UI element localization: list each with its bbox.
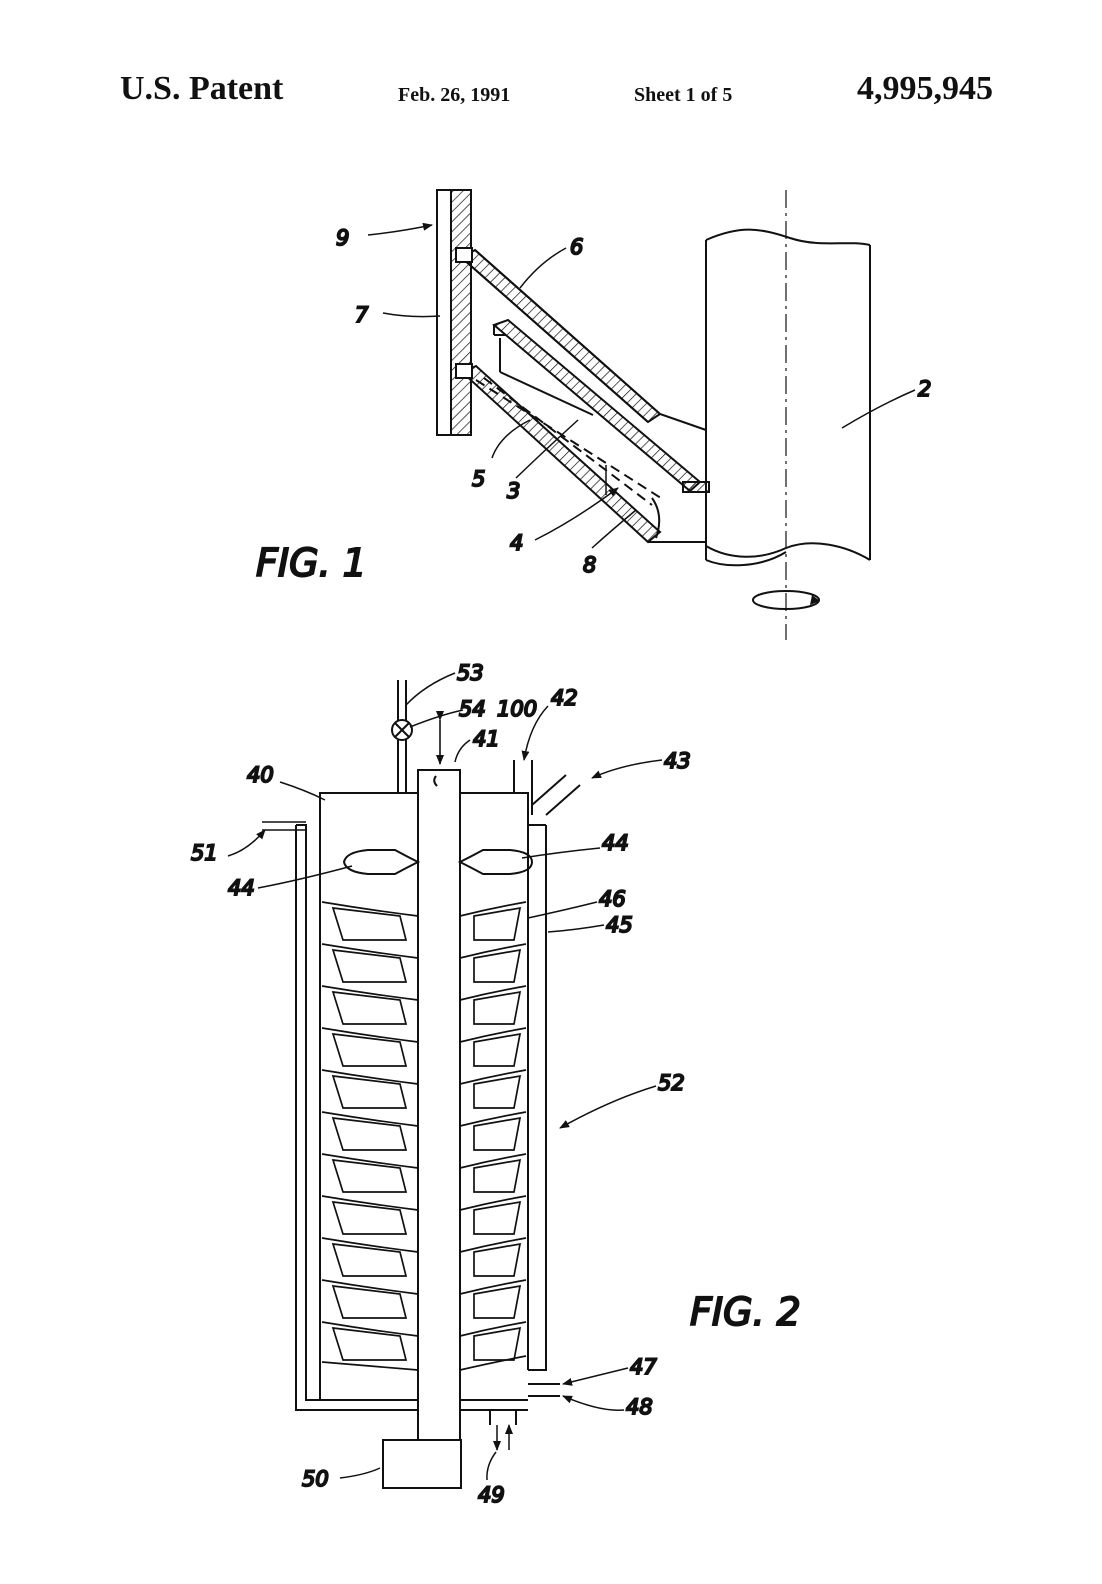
- baffles: [321, 901, 527, 1371]
- label-54: 54: [459, 697, 486, 721]
- sheet-number: Sheet 1 of 5: [634, 84, 733, 106]
- label-51: 51: [191, 841, 218, 865]
- label-9: 9: [336, 226, 349, 250]
- label-5: 5: [472, 467, 485, 491]
- shaft-41: [417, 711, 461, 1441]
- label-49: 49: [478, 1483, 505, 1507]
- label-6: 6: [570, 235, 583, 259]
- label-45: 45: [606, 913, 633, 937]
- upper-plate-6: [455, 247, 707, 431]
- label-4: 4: [510, 531, 523, 555]
- baffle-right: [459, 1237, 527, 1277]
- lower-plate-5: [455, 363, 706, 544]
- label-47: 47: [630, 1355, 657, 1379]
- baffle-bottom: [321, 1355, 527, 1371]
- inner-plate-3: [492, 318, 710, 493]
- baffle-right: [459, 985, 527, 1025]
- baffle-left: [321, 901, 419, 941]
- baffle-left: [321, 985, 419, 1025]
- label-100: 100: [497, 697, 537, 721]
- baffle-right: [459, 1027, 527, 1067]
- baffle-right: [459, 1321, 527, 1361]
- fig2-leaders: [227, 672, 663, 1481]
- baffle-left: [321, 1237, 419, 1277]
- wall-7: [436, 189, 472, 436]
- baffle-left: [321, 1279, 419, 1319]
- bottom-connections: [382, 1383, 560, 1489]
- baffle-right: [459, 1111, 527, 1151]
- baffle-left: [321, 1111, 419, 1151]
- shaft-2: [705, 190, 871, 640]
- label-2: 2: [918, 377, 931, 401]
- baffle-right: [459, 943, 527, 983]
- label-46: 46: [599, 887, 626, 911]
- label-44-right: 44: [602, 831, 629, 855]
- rotation-arrow-icon: [752, 590, 820, 610]
- label-3: 3: [507, 479, 520, 503]
- baffle-right: [459, 1069, 527, 1109]
- baffle-left: [321, 1195, 419, 1235]
- patent-label: U.S. Patent: [120, 70, 284, 107]
- label-44-left: 44: [228, 876, 255, 900]
- label-40: 40: [247, 763, 274, 787]
- baffle-left: [321, 1027, 419, 1067]
- label-8: 8: [583, 553, 596, 577]
- figure-2-title: FIG. 2: [690, 1290, 801, 1334]
- baffle-right: [459, 1153, 527, 1193]
- label-41: 41: [473, 727, 500, 751]
- top-connections: [391, 680, 581, 816]
- baffle-left: [321, 1321, 419, 1361]
- label-53: 53: [457, 661, 484, 685]
- label-50: 50: [302, 1467, 329, 1491]
- figure-2: 53 54 100 41 42 43 40 51 44 44 46 45 52 …: [190, 660, 802, 1508]
- label-42: 42: [551, 686, 578, 710]
- patent-date: Feb. 26, 1991: [398, 84, 511, 106]
- baffle-left: [321, 1069, 419, 1109]
- stirrer-44: [342, 849, 534, 875]
- label-48: 48: [626, 1395, 653, 1419]
- baffle-right: [459, 1279, 527, 1319]
- baffle-right: [459, 1195, 527, 1235]
- figure-1: 9 7 6 2 5 3 4 8 FIG. 1: [255, 189, 932, 640]
- baffle-left: [321, 943, 419, 983]
- label-52: 52: [658, 1071, 685, 1095]
- patent-number: 4,995,945: [857, 70, 993, 107]
- label-43: 43: [664, 749, 691, 773]
- fig1-leaders: [367, 222, 916, 549]
- baffle-left: [321, 1153, 419, 1193]
- label-7: 7: [355, 303, 369, 327]
- figure-1-title: FIG. 1: [256, 541, 367, 585]
- baffle-right: [459, 901, 527, 941]
